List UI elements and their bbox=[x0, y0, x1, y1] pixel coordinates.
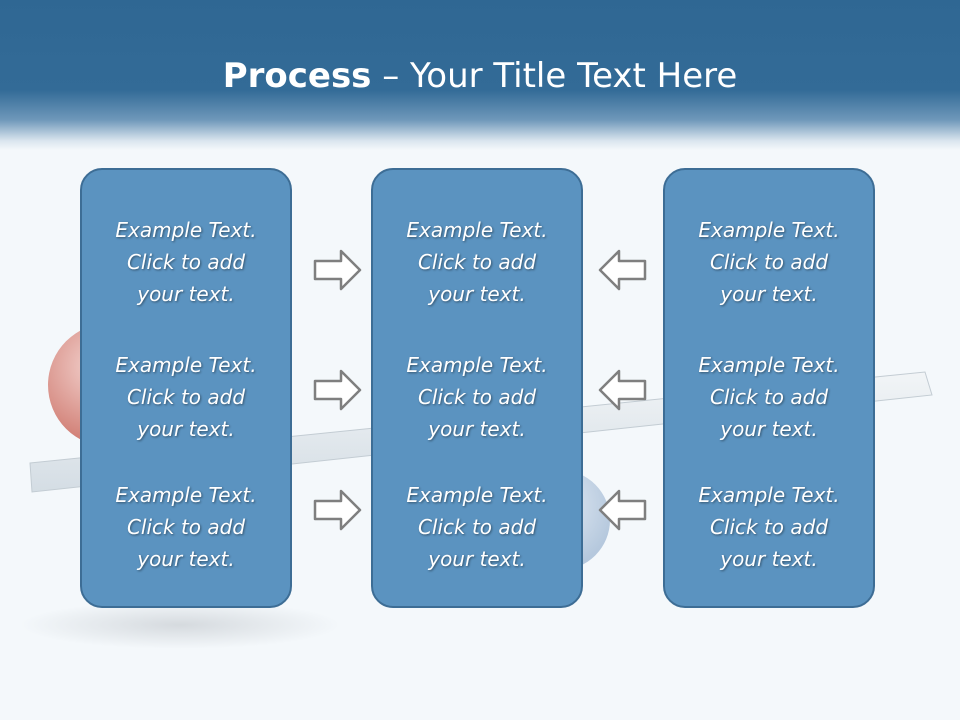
text-block[interactable]: Example Text. Click to add your text. bbox=[373, 479, 581, 575]
right-arrow-icon bbox=[313, 489, 362, 531]
text-block[interactable]: Example Text. Click to add your text. bbox=[373, 349, 581, 445]
left-arrow-icon bbox=[598, 249, 647, 291]
text-line: Example Text. bbox=[698, 353, 840, 377]
right-arrow-icon bbox=[313, 249, 362, 291]
ground-shadow bbox=[20, 601, 340, 649]
text-line: Click to add bbox=[417, 385, 537, 409]
text-line: Click to add bbox=[126, 385, 246, 409]
process-box-center[interactable]: Example Text. Click to add your text. Ex… bbox=[371, 168, 583, 608]
text-line: Click to add bbox=[417, 515, 537, 539]
text-line: your text. bbox=[720, 417, 818, 441]
text-line: your text. bbox=[137, 417, 235, 441]
text-line: Example Text. bbox=[406, 218, 548, 242]
title-rest: – Your Title Text Here bbox=[371, 56, 738, 96]
process-box-left[interactable]: Example Text. Click to add your text. Ex… bbox=[80, 168, 292, 608]
text-line: your text. bbox=[720, 282, 818, 306]
text-line: Example Text. bbox=[406, 483, 548, 507]
text-block[interactable]: Example Text. Click to add your text. bbox=[82, 214, 290, 310]
text-block[interactable]: Example Text. Click to add your text. bbox=[373, 214, 581, 310]
title-bold: Process bbox=[222, 56, 372, 96]
text-line: your text. bbox=[137, 282, 235, 306]
text-line: your text. bbox=[428, 282, 526, 306]
text-line: Example Text. bbox=[115, 483, 257, 507]
text-line: your text. bbox=[428, 417, 526, 441]
text-line: Example Text. bbox=[115, 218, 257, 242]
text-line: Example Text. bbox=[406, 353, 548, 377]
text-line: Example Text. bbox=[115, 353, 257, 377]
text-line: Click to add bbox=[126, 250, 246, 274]
text-line: your text. bbox=[428, 547, 526, 571]
slide-title[interactable]: Process – Your Title Text Here bbox=[0, 54, 960, 98]
left-arrow-icon bbox=[598, 489, 647, 531]
text-line: Click to add bbox=[126, 515, 246, 539]
text-block[interactable]: Example Text. Click to add your text. bbox=[82, 479, 290, 575]
text-block[interactable]: Example Text. Click to add your text. bbox=[665, 214, 873, 310]
process-box-right[interactable]: Example Text. Click to add your text. Ex… bbox=[663, 168, 875, 608]
text-block[interactable]: Example Text. Click to add your text. bbox=[82, 349, 290, 445]
text-line: your text. bbox=[720, 547, 818, 571]
right-arrow-icon bbox=[313, 369, 362, 411]
text-line: your text. bbox=[137, 547, 235, 571]
text-line: Click to add bbox=[417, 250, 537, 274]
text-line: Click to add bbox=[709, 515, 829, 539]
text-line: Example Text. bbox=[698, 218, 840, 242]
text-block[interactable]: Example Text. Click to add your text. bbox=[665, 349, 873, 445]
text-block[interactable]: Example Text. Click to add your text. bbox=[665, 479, 873, 575]
text-line: Click to add bbox=[709, 250, 829, 274]
header-band bbox=[0, 0, 960, 150]
text-line: Click to add bbox=[709, 385, 829, 409]
text-line: Example Text. bbox=[698, 483, 840, 507]
left-arrow-icon bbox=[598, 369, 647, 411]
